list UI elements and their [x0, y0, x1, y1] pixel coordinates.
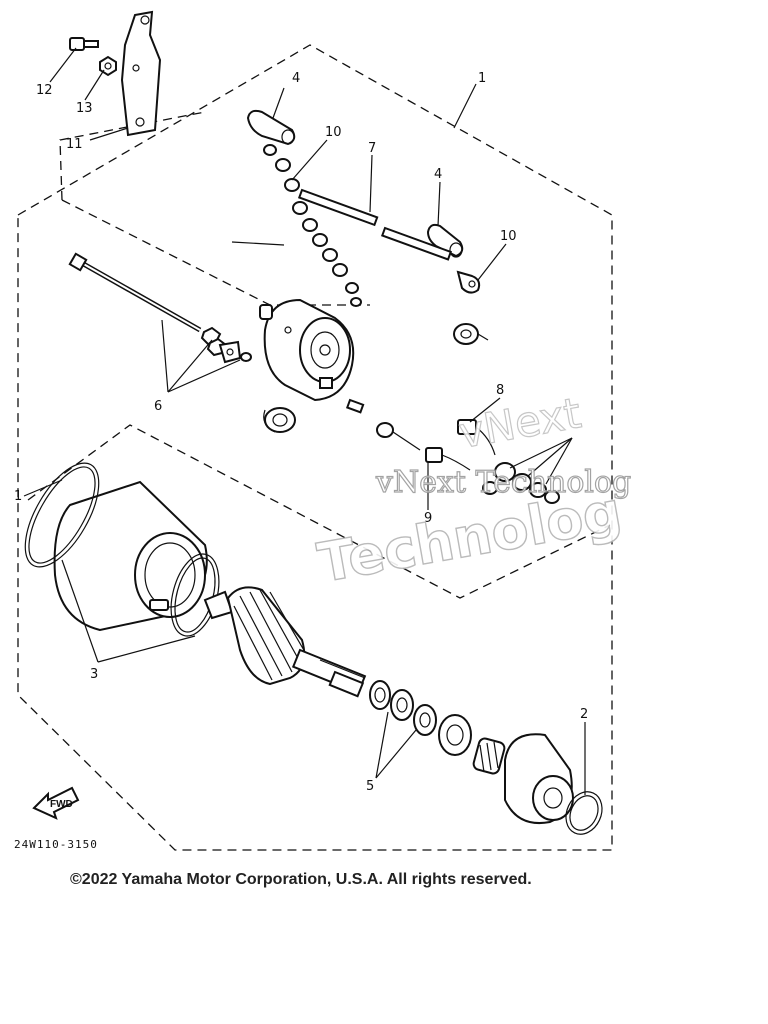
yoke-o-ring-front — [24, 462, 100, 568]
through-bolt — [68, 252, 202, 333]
callout-1-left: 1 — [14, 489, 22, 504]
callout-7: 7 — [368, 141, 376, 156]
diagram-code: 24W110-3150 — [14, 838, 98, 851]
brush-springs — [482, 462, 560, 504]
callouts: 1 1 2 3 4 4 5 6 7 8 9 10 10 11 12 13 — [14, 71, 588, 794]
terminal-bolt — [297, 188, 453, 261]
front-washers — [369, 680, 437, 736]
terminal-cover-left — [246, 109, 296, 146]
bracket-boundary — [59, 111, 206, 201]
callout-12: 12 — [36, 83, 53, 98]
terminal-nut-stack — [263, 144, 362, 307]
mounting-bracket — [120, 10, 162, 137]
yoke-housing — [53, 480, 208, 632]
oil-seal — [453, 323, 489, 345]
terminal-cover-right — [426, 223, 464, 258]
callout-2: 2 — [580, 707, 588, 722]
yoke-group-boundary — [27, 424, 611, 599]
callout-10-left: 10 — [325, 125, 342, 140]
callout-3: 3 — [90, 667, 98, 682]
callout-4-right: 4 — [434, 167, 442, 182]
needle-bearing — [472, 737, 506, 775]
fwd-label: FWD — [50, 799, 73, 810]
watermark-vnext: vNext — [455, 388, 584, 458]
callout-4-left: 4 — [292, 71, 300, 86]
armature — [203, 586, 367, 698]
brush-set — [319, 377, 496, 471]
watermark: vNext Technolog vNext Technolog — [313, 388, 632, 596]
callout-13: 13 — [76, 101, 93, 116]
terminal-lug — [456, 270, 481, 294]
callout-8: 8 — [496, 383, 504, 398]
callout-9: 9 — [424, 511, 432, 526]
callout-11: 11 — [66, 137, 83, 152]
bracket-bolt — [69, 37, 99, 51]
front-bearing — [438, 714, 472, 756]
bolt-washers — [200, 326, 252, 364]
fwd-arrow-icon: FWD — [32, 786, 80, 820]
bushing — [263, 407, 296, 433]
watermark-vnext-technolog: vNext Technolog — [375, 465, 631, 500]
callout-1-top: 1 — [478, 71, 486, 86]
front-cover — [504, 733, 574, 824]
callout-10-right: 10 — [500, 229, 517, 244]
assembly-boundary — [17, 44, 613, 851]
callout-5: 5 — [366, 779, 374, 794]
copyright-notice: ©2022 Yamaha Motor Corporation, U.S.A. A… — [70, 871, 532, 888]
leader-lines — [23, 47, 586, 795]
brush-end-cover — [259, 298, 355, 402]
front-cover-o-ring — [565, 791, 603, 835]
callout-6: 6 — [154, 399, 162, 414]
